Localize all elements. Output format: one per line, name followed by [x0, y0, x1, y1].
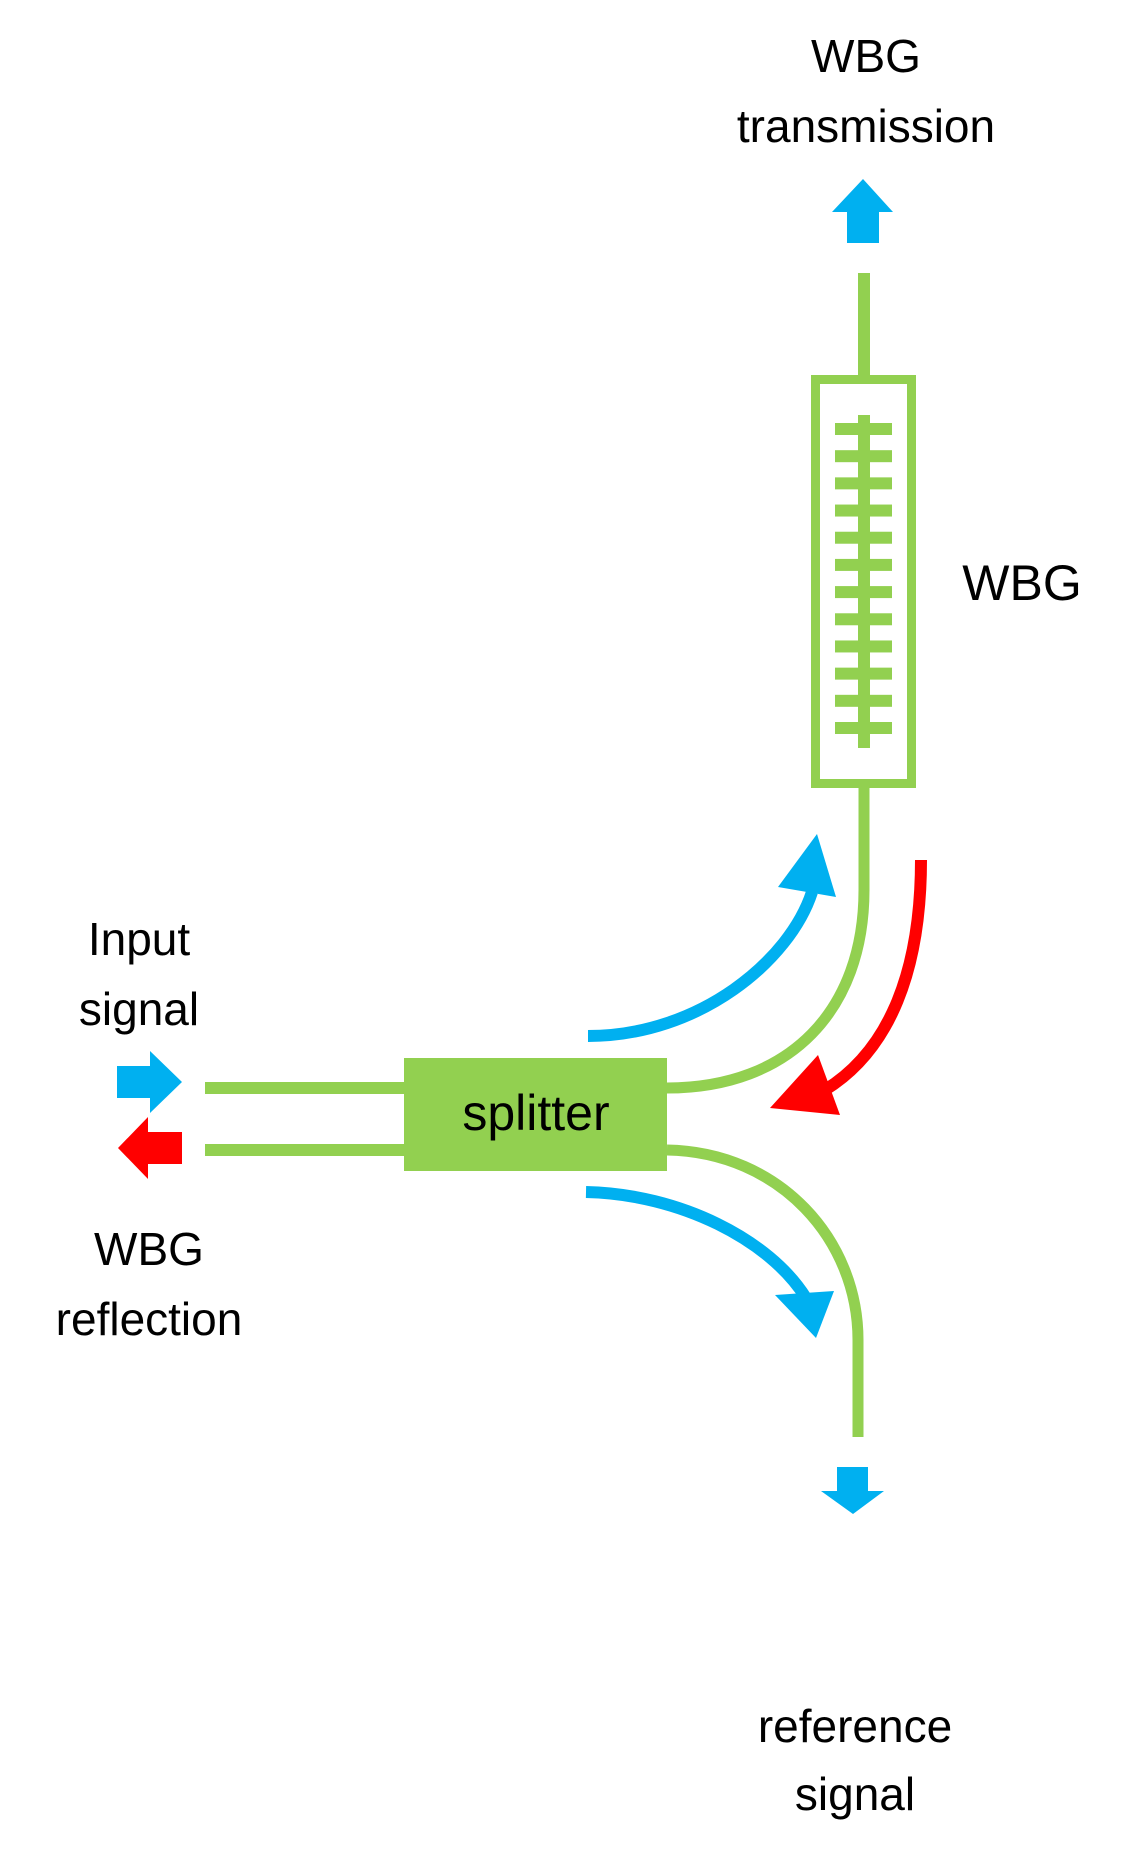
label-wbg-transmission-line1: WBG	[811, 30, 921, 82]
grating-teeth	[835, 423, 892, 734]
label-wbg-transmission-line2: transmission	[737, 100, 995, 152]
splitter-block	[404, 1058, 667, 1171]
forward-arrowhead-up-icon	[778, 834, 836, 897]
transmission-arrow-up-icon	[832, 179, 893, 243]
label-splitter: splitter	[462, 1085, 609, 1141]
grating-tooth	[835, 722, 892, 734]
grating-tooth	[835, 531, 892, 544]
label-wbg-reflection-line1: WBG	[94, 1223, 204, 1275]
reflection-curve	[821, 859, 927, 1096]
label-wbg: WBG	[962, 555, 1081, 611]
grating-tooth	[835, 558, 892, 571]
grating-tooth	[835, 613, 892, 626]
grating-tooth	[835, 586, 892, 599]
input-arrow-right-icon	[117, 1051, 182, 1113]
grating-tooth	[835, 694, 892, 707]
label-wbg-reflection-line2: reflection	[56, 1293, 243, 1345]
reflection-arrow-left-icon	[118, 1117, 182, 1179]
grating-tooth	[835, 667, 892, 680]
grating-tooth	[835, 423, 892, 435]
waveguide-upper-branch	[666, 788, 870, 1094]
forward-curve-to-wbg	[587, 890, 818, 1042]
grating-tooth	[835, 477, 892, 490]
grating-tooth	[835, 640, 892, 653]
label-input-signal-line2: signal	[79, 983, 199, 1035]
label-reference-signal-line1: reference	[758, 1700, 952, 1752]
forward-curve-to-reference	[585, 1186, 812, 1302]
reflection-arrowhead-icon	[770, 1055, 840, 1115]
label-reference-signal-line2: signal	[795, 1768, 915, 1820]
waveguide-lower-branch	[666, 1144, 864, 1437]
reference-arrow-down-icon	[821, 1467, 884, 1514]
wbg-box	[811, 375, 916, 788]
forward-arrowhead-down-icon	[775, 1291, 834, 1338]
label-input-signal-line1: Input	[88, 913, 191, 965]
grating-tooth	[835, 450, 892, 463]
grating-tooth	[835, 504, 892, 517]
